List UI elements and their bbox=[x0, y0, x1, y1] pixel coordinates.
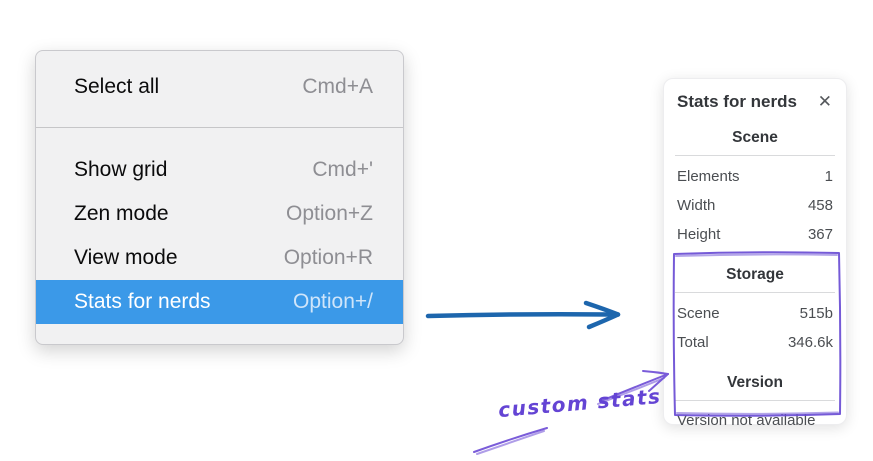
annotation-text: custom stats bbox=[497, 383, 663, 423]
stats-panel: Stats for nerds ✕ Scene Elements 1 Width… bbox=[663, 78, 847, 429]
menu-item-label: Select all bbox=[74, 75, 160, 98]
pointer-arrow-icon bbox=[425, 300, 621, 330]
menu-item-shortcut: Cmd+' bbox=[312, 158, 373, 181]
menu-item-zen-mode[interactable]: Zen mode Option+Z bbox=[36, 192, 403, 236]
menu-item-label: Zen mode bbox=[74, 202, 169, 225]
stat-row-elements: Elements 1 bbox=[664, 162, 846, 191]
menu-item-label: View mode bbox=[74, 246, 178, 269]
annotation-arrow-icon bbox=[473, 370, 669, 455]
section-header-version: Version bbox=[727, 374, 783, 391]
close-icon[interactable]: ✕ bbox=[817, 91, 832, 112]
stat-label: Elements bbox=[677, 168, 740, 185]
stats-panel-header: Stats for nerds ✕ bbox=[664, 79, 846, 112]
menu-item-view-mode[interactable]: View mode Option+R bbox=[36, 236, 403, 280]
stat-label: Height bbox=[677, 226, 721, 243]
menu-item-stats-for-nerds[interactable]: Stats for nerds Option+/ bbox=[36, 280, 403, 324]
section-divider bbox=[675, 400, 835, 401]
stat-row-width: Width 458 bbox=[664, 191, 846, 220]
stat-label: Total bbox=[677, 334, 709, 351]
stat-row-height: Height 367 bbox=[664, 220, 846, 249]
menu-item-shortcut: Option+/ bbox=[293, 290, 373, 313]
stats-panel-title: Stats for nerds bbox=[677, 92, 797, 111]
stat-label: Scene bbox=[677, 305, 720, 322]
stat-value: 458 bbox=[807, 197, 833, 214]
stat-row-scene-storage: Scene 515b bbox=[664, 299, 846, 328]
menu-divider bbox=[36, 127, 403, 128]
section-divider bbox=[675, 155, 835, 156]
stat-value: 515b bbox=[799, 305, 833, 322]
stat-value: 346.6k bbox=[787, 334, 833, 351]
stat-value: 367 bbox=[807, 226, 833, 243]
menu-item-shortcut: Cmd+A bbox=[302, 75, 373, 98]
version-note: Version not available bbox=[677, 412, 816, 429]
stat-value: 1 bbox=[824, 168, 833, 185]
menu-item-select-all[interactable]: Select all Cmd+A bbox=[36, 65, 403, 109]
section-header-storage: Storage bbox=[726, 266, 784, 283]
section-header-scene: Scene bbox=[732, 129, 778, 146]
stat-row-total-storage: Total 346.6k bbox=[664, 328, 846, 357]
menu-item-shortcut: Option+R bbox=[283, 246, 373, 269]
menu-item-show-grid[interactable]: Show grid Cmd+' bbox=[36, 148, 403, 192]
section-divider bbox=[675, 292, 835, 293]
menu-item-label: Show grid bbox=[74, 158, 168, 181]
context-menu: Select all Cmd+A Show grid Cmd+' Zen mod… bbox=[35, 50, 404, 345]
menu-item-shortcut: Option+Z bbox=[286, 202, 373, 225]
stat-label: Width bbox=[677, 197, 716, 214]
menu-item-label: Stats for nerds bbox=[74, 290, 211, 313]
